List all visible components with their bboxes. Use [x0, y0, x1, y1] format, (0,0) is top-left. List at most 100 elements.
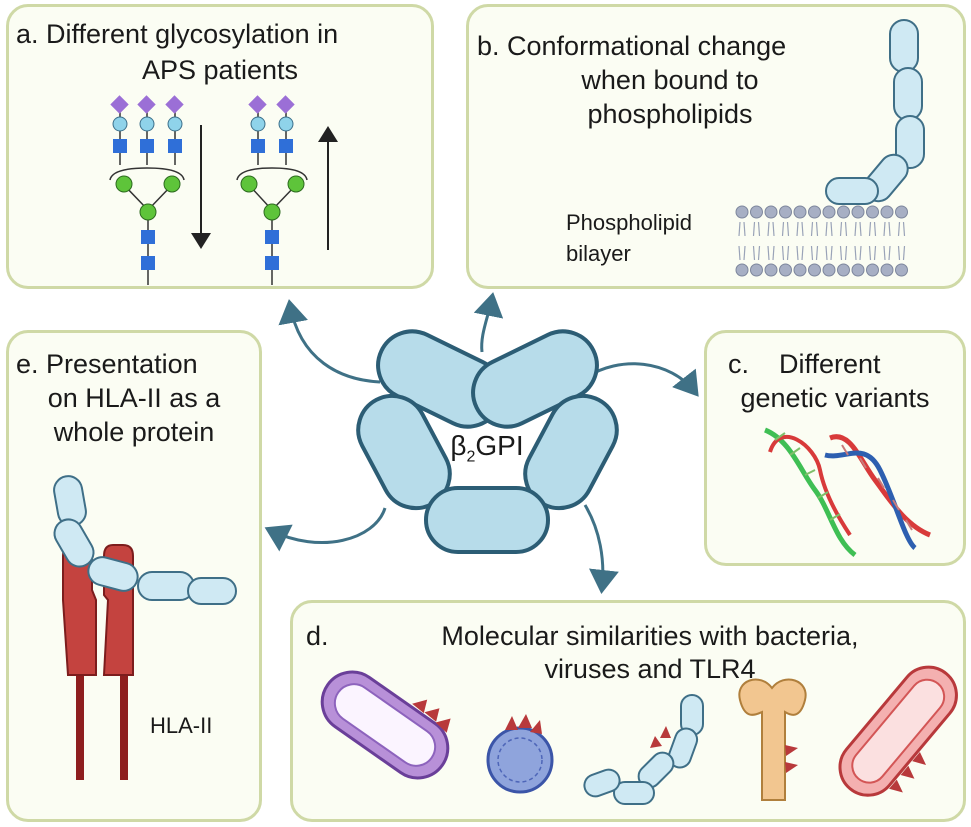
- arrow-to-d: [583, 504, 619, 594]
- lipid-tail: [738, 221, 741, 237]
- protein-chain-e: [53, 475, 237, 605]
- lipid-tail: [815, 245, 819, 261]
- lipid-head: [851, 263, 865, 277]
- lipid-head: [808, 205, 821, 219]
- panel-e-title-line1: e. Presentation: [16, 349, 198, 379]
- lipid-tail: [883, 221, 886, 237]
- lipid-tail: [859, 221, 862, 237]
- tlr4-receptor: [738, 678, 807, 801]
- lipid-head: [866, 205, 879, 219]
- lipid-tail: [844, 221, 848, 237]
- lipid-tail: [786, 221, 790, 237]
- lipid-tail: [796, 221, 799, 237]
- lipid-head: [895, 263, 908, 277]
- panel-d-title-line2: viruses and TLR4: [544, 654, 756, 684]
- lipid-tail: [772, 221, 775, 237]
- glycan-tree-right: [236, 95, 308, 285]
- lipid-tail: [772, 245, 775, 261]
- virus-particle: [486, 714, 554, 794]
- lipid-tail: [830, 221, 833, 237]
- lipid-head: [735, 205, 749, 219]
- lipid-tail: [868, 221, 872, 237]
- beta2gpi-ring: [356, 329, 619, 554]
- lipid-tail: [839, 221, 843, 237]
- lipid-tail: [767, 245, 770, 261]
- lipid-tail: [854, 221, 857, 237]
- lipid-head: [837, 263, 850, 277]
- lipid-head: [764, 205, 778, 219]
- dna-helix-red-blue: [824, 434, 932, 550]
- lipid-head: [880, 263, 894, 277]
- glycan-tree-left: [109, 95, 185, 285]
- lipid-tail: [815, 221, 819, 237]
- lipid-head: [793, 263, 807, 277]
- lipid-tail: [796, 245, 799, 261]
- lipid-tail: [883, 245, 886, 261]
- panel-b: [466, 4, 966, 289]
- dna-helix-green: [763, 427, 857, 557]
- lipid-tail: [810, 221, 814, 237]
- lipid-tail: [757, 245, 761, 261]
- lipid-tail: [767, 221, 770, 237]
- lipid-tail: [786, 245, 790, 261]
- lipid-head: [822, 263, 836, 277]
- lipid-tail: [839, 245, 843, 261]
- lipid-tail: [897, 245, 901, 261]
- lipid-tail: [844, 245, 848, 261]
- lipid-tail: [738, 245, 741, 261]
- lipid-tail: [888, 221, 891, 237]
- lipid-head: [880, 205, 894, 219]
- center-label-sub: 2: [466, 448, 476, 466]
- arrow-to-c: [584, 362, 699, 397]
- arrow-to-e: [264, 507, 387, 552]
- lipid-tail: [873, 221, 877, 237]
- panel-b-title-line2: when bound to: [581, 65, 759, 95]
- panel-d-letter: d.: [306, 621, 329, 651]
- panel-b-title-line1: b. Conformational change: [477, 31, 787, 61]
- panel-e-title-line3: whole protein: [53, 417, 215, 447]
- lipid-tail: [801, 221, 804, 237]
- lipid-head: [750, 263, 763, 277]
- lipid-tail: [854, 245, 857, 261]
- bilayer-label-line1: Phospholipid: [566, 210, 692, 235]
- hla-label: HLA-II: [150, 713, 213, 738]
- lipid-tail: [825, 245, 828, 261]
- panel-a-title-line1: a. Different glycosylation in: [16, 19, 339, 49]
- lipid-head: [764, 263, 778, 277]
- center-label-beta: β: [450, 430, 467, 461]
- lipid-tail: [830, 245, 833, 261]
- panel-b-title-line3: phospholipids: [587, 99, 753, 129]
- lipid-tail: [743, 245, 746, 261]
- center-label: β2GPI: [432, 430, 542, 467]
- lipid-head: [735, 263, 749, 277]
- lipid-head: [822, 205, 836, 219]
- lipid-tail: [902, 221, 906, 237]
- lipid-head: [866, 263, 879, 277]
- lipid-tail: [757, 221, 761, 237]
- lipid-tail: [873, 245, 877, 261]
- lipid-tail: [801, 245, 804, 261]
- lipid-tail: [902, 245, 906, 261]
- bacterium-red: [838, 665, 958, 797]
- panel-d-title-line1: Molecular similarities with bacteria,: [441, 621, 859, 651]
- lipid-tail: [868, 245, 872, 261]
- panel-c-title-line1: c. Different: [728, 349, 881, 379]
- bent-protein-chain: [825, 19, 925, 205]
- arrow-to-a: [278, 299, 381, 384]
- lipid-head: [793, 205, 807, 219]
- lipid-head: [895, 205, 908, 219]
- lipid-tail: [781, 221, 785, 237]
- panel-a: [6, 4, 434, 289]
- bilayer-label-line2: bilayer: [566, 241, 631, 266]
- center-label-gpi: GPI: [475, 430, 524, 461]
- lipid-tail: [825, 221, 828, 237]
- phospholipid-bilayer: [735, 205, 908, 277]
- lipid-tail: [752, 245, 756, 261]
- protein-chain-d: [583, 694, 704, 805]
- panel-e-title-line2: on HLA-II as a: [47, 383, 221, 413]
- lipid-tail: [859, 245, 862, 261]
- bacterium-purple: [320, 670, 451, 780]
- lipid-tail: [897, 221, 901, 237]
